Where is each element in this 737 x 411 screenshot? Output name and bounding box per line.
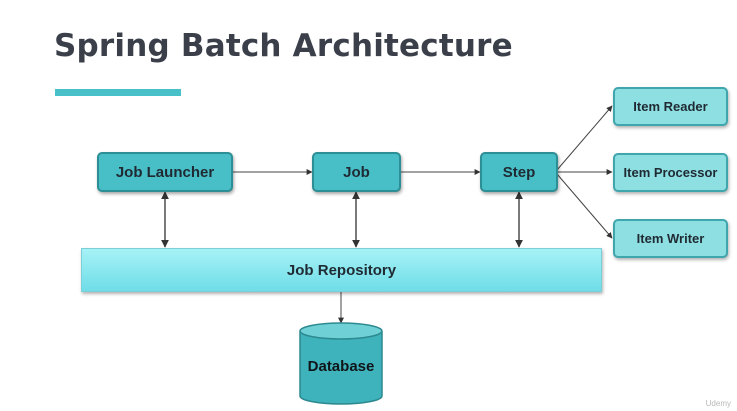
page-title: Spring Batch Architecture [54,28,513,64]
item-writer-box: Item Writer [613,219,728,258]
watermark: Udemy [705,399,731,408]
job-launcher-box: Job Launcher [97,152,233,192]
job-repository-bar: Job Repository [81,248,602,292]
item-processor-box: Item Processor [613,153,728,192]
edge-step-to-item-reader [556,105,613,171]
edge-step-to-item-writer [556,173,613,239]
database-cylinder [299,322,383,405]
job-box: Job [312,152,401,192]
item-reader-box: Item Reader [613,87,728,126]
step-box: Step [480,152,558,192]
database-label: Database [307,358,375,375]
title-underline [55,89,181,96]
